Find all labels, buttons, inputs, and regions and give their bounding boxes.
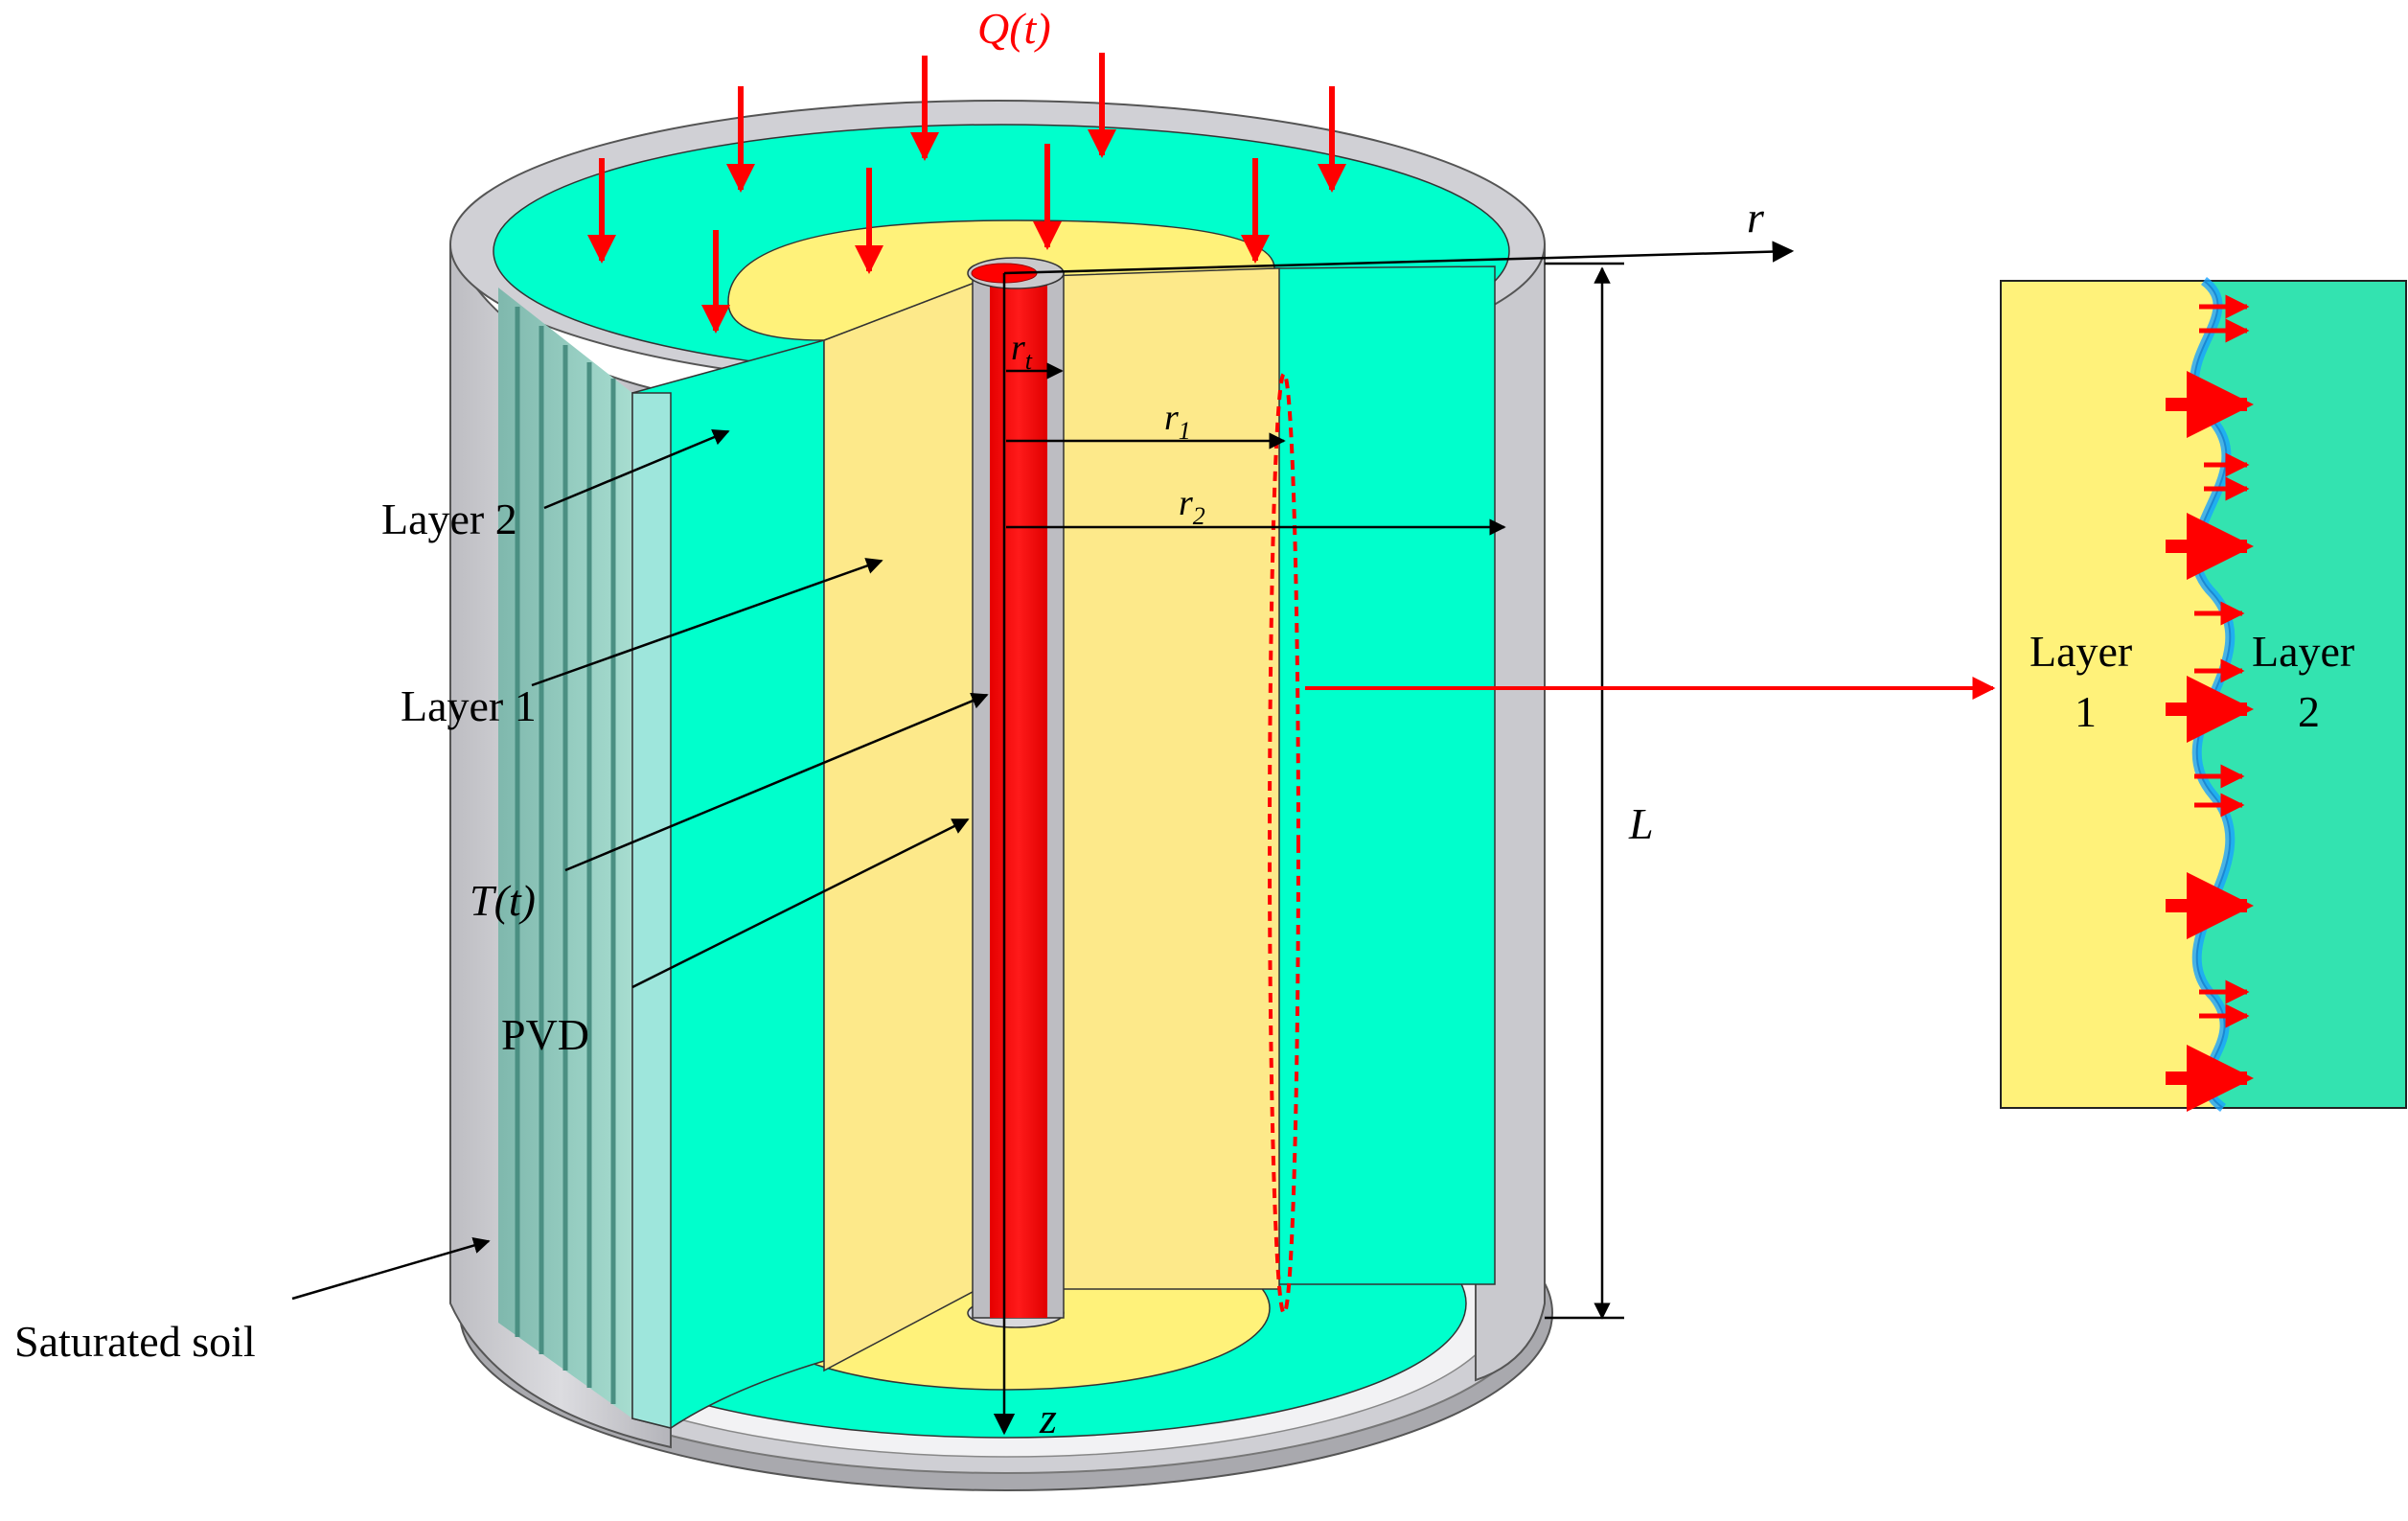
detail-layer2-label-b: 2: [2298, 687, 2320, 736]
radius-pvd-label: rt: [1011, 328, 1033, 375]
detail-layer1-label-b: 1: [2075, 687, 2097, 736]
layer1-body: [727, 219, 1280, 1372]
load-label: Q(t): [977, 4, 1051, 53]
radial-axis-label: r: [1747, 193, 1765, 242]
radius-2-label: r2: [1179, 483, 1205, 530]
load-arrows: [587, 53, 1346, 334]
detail-panel: [2000, 276, 2407, 1113]
pvd-drain: [967, 257, 1065, 1319]
axes: [993, 241, 1795, 1436]
pvd-label: PVD: [501, 1010, 589, 1059]
depth-axis-label: z: [1039, 1394, 1057, 1442]
leader-arrows: [291, 428, 989, 1301]
detail-layer1-label-a: Layer: [2030, 627, 2132, 676]
radius-1-label: r1: [1164, 398, 1191, 445]
interface-marker: [1268, 372, 1300, 1315]
detail-layer2-label-a: Layer: [2252, 627, 2354, 676]
saturated-soil-label: Saturated soil: [14, 1317, 256, 1366]
time-factor-label: T(t): [470, 876, 536, 925]
length-label: L: [1628, 799, 1654, 848]
layer1-label: Layer 1: [401, 681, 537, 730]
layer2-striped-face: [498, 288, 632, 1418]
layer2-label: Layer 2: [381, 495, 517, 543]
layer2-cut-plane: [631, 265, 1496, 1429]
